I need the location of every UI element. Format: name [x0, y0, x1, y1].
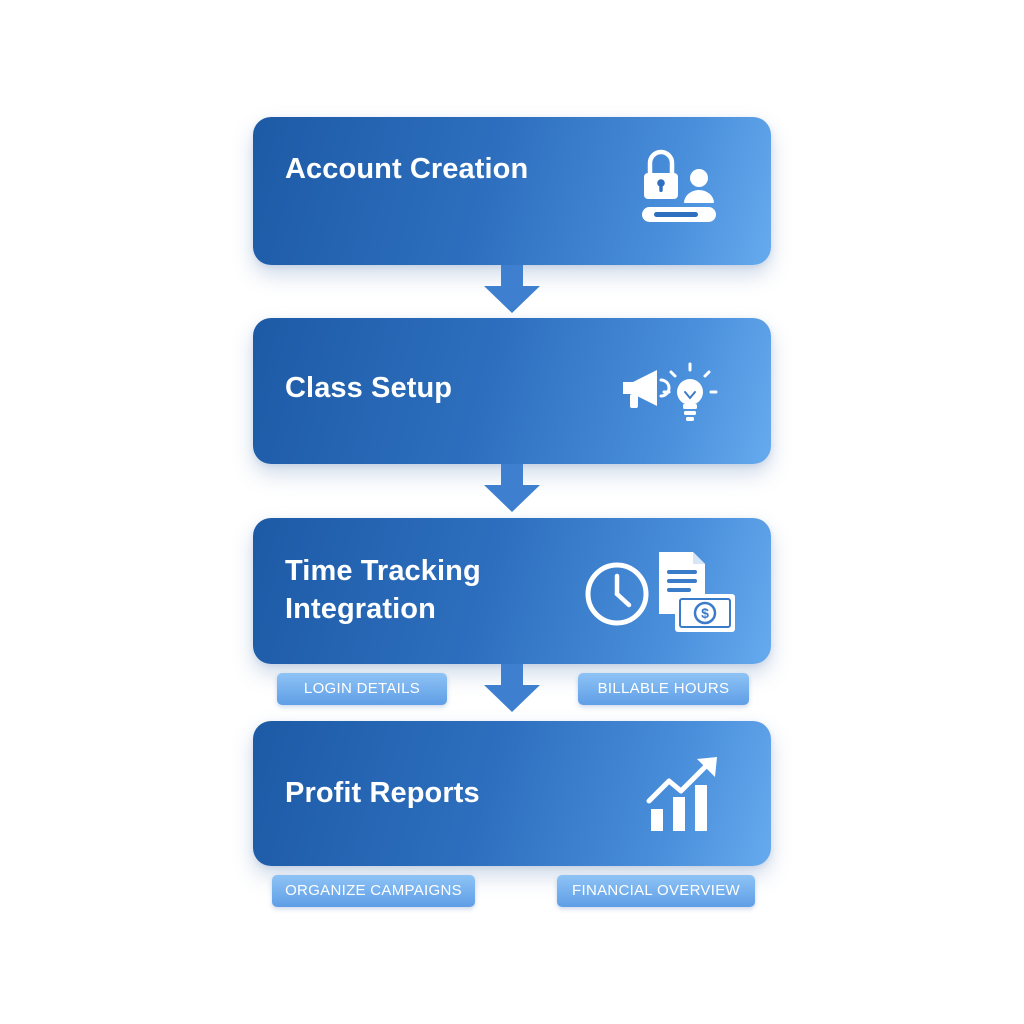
step-profit-reports: Profit Reports [253, 721, 771, 866]
megaphone-lightbulb-icon [623, 362, 718, 421]
step-time-tracking-integration: Time Tracking Integration $ [253, 518, 771, 664]
arrow-down-icon [484, 265, 540, 313]
svg-text:$: $ [701, 605, 709, 621]
arrow-down-icon [484, 464, 540, 512]
step-class-setup: Class Setup [253, 318, 771, 464]
tag-billable-hours: BILLABLE HOURS [578, 673, 749, 705]
step-title: Profit Reports [285, 777, 480, 809]
tag-organize-campaigns: ORGANIZE CAMPAIGNS [272, 875, 475, 907]
clock-document-money-icon: $ [585, 552, 735, 632]
tag-login-details: LOGIN DETAILS [277, 673, 447, 705]
lock-user-icon [642, 149, 716, 222]
tag-financial-overview: FINANCIAL OVERVIEW [557, 875, 755, 907]
arrow-down-icon [484, 664, 540, 712]
step-title: Class Setup [285, 372, 453, 404]
step-title: Account Creation [285, 153, 529, 185]
growth-chart-icon [646, 757, 717, 831]
step-account-creation: Account Creation [253, 117, 771, 265]
step-title: Time Tracking Integration [285, 555, 481, 625]
